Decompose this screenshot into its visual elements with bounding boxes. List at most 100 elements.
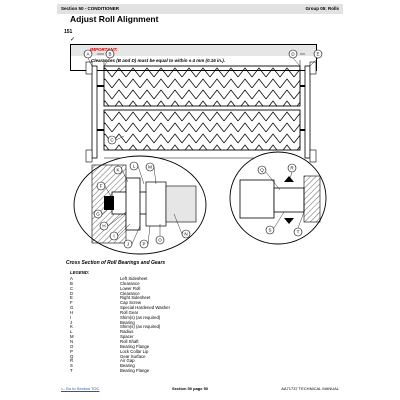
legend-row: D Clearance — [70, 290, 270, 297]
legend-value: Bearing — [120, 363, 135, 369]
callout-f: F — [96, 181, 106, 191]
section-toc-link[interactable]: <- Go to Section TOC — [61, 386, 100, 391]
legend-key: M — [70, 334, 74, 340]
lower-roll — [97, 109, 305, 151]
legend-value: Cap Screw — [120, 300, 142, 306]
important-text: Clearances (B and D) must be equal to wi… — [91, 58, 225, 63]
right-bearing-detail — [229, 151, 327, 245]
legend-key: E — [70, 295, 73, 301]
legend-row: O Bearing Flange — [70, 343, 270, 350]
callout-k: K — [113, 165, 123, 175]
svg-text:E: E — [316, 52, 319, 57]
legend-value: Clearance — [120, 290, 140, 296]
right-sidesheet — [304, 61, 317, 163]
legend-value: Air Gap — [120, 358, 135, 364]
callout-d: D — [288, 49, 298, 59]
svg-text:L: L — [133, 164, 136, 169]
legend-row: E Right Sidesheet — [70, 296, 270, 301]
legend-value: Clearance — [120, 280, 140, 286]
callout-r: R — [287, 163, 297, 173]
svg-text:A: A — [86, 52, 89, 57]
svg-text:M: M — [148, 165, 152, 170]
legend-key: B — [70, 280, 73, 286]
legend-key: A — [70, 276, 73, 281]
svg-text:I: I — [113, 234, 114, 239]
legend-row: T Bearing Flange — [70, 368, 270, 374]
legend-value: Bearing Flange — [120, 343, 150, 349]
legend-value: Roll Gear — [120, 309, 139, 315]
svg-text:T: T — [297, 230, 300, 235]
svg-text:O: O — [158, 238, 162, 243]
callout-a: A — [83, 49, 93, 59]
header-section: Section 50 - CONDITIONER — [61, 6, 120, 11]
legend-key: K — [70, 324, 73, 330]
page-number: Section 50 page 50 — [172, 386, 209, 391]
legend-key: H — [70, 309, 74, 315]
step-number: 151 — [64, 29, 73, 35]
svg-text:R: R — [290, 166, 294, 171]
legend-row: I Shim(s) (as required) — [70, 314, 270, 321]
legend-key: F — [70, 300, 73, 306]
legend-key: I — [70, 314, 72, 320]
legend-key: S — [70, 363, 73, 369]
legend-key: N — [70, 338, 74, 344]
callout-j: J — [123, 239, 133, 249]
callout-leaders — [87, 57, 319, 245]
left-sidesheet — [85, 61, 98, 163]
callout-o: O — [155, 235, 165, 245]
svg-text:N: N — [184, 232, 187, 237]
manual-name: AA71737 TECHNICAL MANUAL — [281, 386, 339, 391]
legend-value: Right Sidesheet — [120, 295, 151, 301]
legend-key: O — [70, 343, 74, 349]
legend-key: D — [70, 290, 74, 296]
legend-title: LEGEND: — [70, 270, 90, 275]
legend-value: Radius — [120, 329, 134, 335]
svg-text:B: B — [108, 52, 111, 57]
svg-text:F: F — [100, 184, 103, 189]
callout-c: C — [107, 135, 117, 145]
legend-key: C — [70, 285, 74, 291]
legend-row: J Bearing — [70, 319, 270, 326]
legend-row: B Clearance — [70, 280, 270, 287]
legend-key: P — [70, 348, 73, 354]
left-bearing-detail — [73, 155, 207, 255]
legend-value: Spacer — [120, 334, 134, 340]
callout-h: H — [99, 221, 109, 231]
important-label: IMPORTANT: — [90, 47, 118, 52]
svg-text:H: H — [102, 224, 105, 229]
legend-value: Bearing — [120, 319, 135, 325]
legend-row: K Shim(s) (as required) — [70, 325, 270, 330]
legend-value: Shim(s) (as required) — [120, 324, 161, 330]
callout-q: Q — [257, 165, 267, 175]
legend-row: Q Gear Surface — [70, 353, 270, 360]
page-header: Section 50 - CONDITIONER Group 05: Rolls — [57, 4, 343, 14]
callout-p: P — [139, 239, 149, 249]
legend-value: Gear Surface — [120, 353, 146, 359]
svg-text:G: G — [96, 212, 100, 217]
legend-key: J — [70, 319, 73, 325]
legend-key: Q — [70, 353, 74, 359]
legend-row: S Bearing — [70, 363, 270, 369]
legend-key: T — [70, 368, 73, 374]
legend-row: H Roll Gear — [70, 309, 270, 316]
important-bar — [71, 45, 316, 56]
legend-row: L Radius — [70, 329, 270, 335]
svg-text:P: P — [142, 242, 145, 247]
legend-row: N Roll Shaft — [70, 338, 270, 345]
legend-key: L — [70, 329, 73, 335]
callout-e: E — [313, 49, 323, 59]
step-check-icon: ✓ — [70, 37, 76, 43]
legend-value: Special Hardened Washer — [120, 305, 170, 311]
legend-value: Bearing Flange — [120, 368, 150, 374]
callout-b: B — [105, 49, 115, 59]
header-group: Group 05: Rolls — [305, 6, 339, 11]
legend-value: Roll Shaft — [120, 338, 139, 344]
legend-value: Shim(s) (as required) — [120, 314, 161, 320]
svg-text:D: D — [291, 52, 295, 57]
